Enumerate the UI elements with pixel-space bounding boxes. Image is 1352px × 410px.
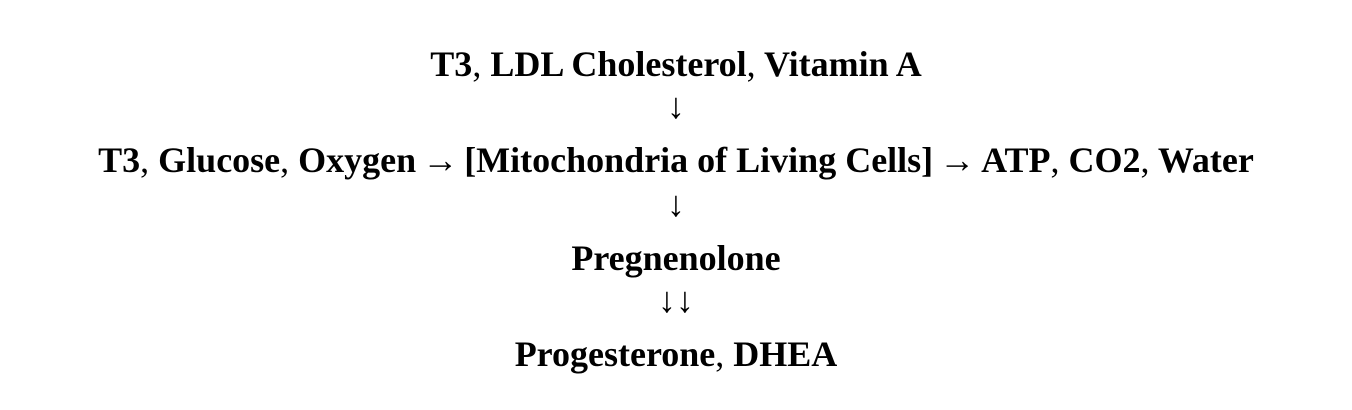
input-t3-left: T3 — [98, 140, 141, 180]
separator: , — [472, 44, 482, 84]
top-inputs-row: T3, LDL Cholesterol, Vitamin A — [0, 44, 1352, 84]
input-t3-top: T3 — [430, 44, 473, 84]
product-dhea: DHEA — [733, 334, 838, 374]
input-vitamin-a: Vitamin A — [764, 44, 922, 84]
separator: , — [715, 334, 725, 374]
right-arrow-icon: → — [422, 140, 459, 180]
down-arrow-icon: ↓ — [667, 86, 685, 126]
double-down-arrow-icon: ↓↓ — [658, 280, 694, 320]
main-reaction-row: T3, Glucose, Oxygen→[Mitochondria of Liv… — [0, 140, 1352, 180]
input-oxygen: Oxygen — [298, 140, 417, 180]
right-arrow-icon: → — [939, 140, 976, 180]
mitochondria-node: [Mitochondria of Living Cells] — [464, 140, 934, 180]
output-atp: ATP — [981, 140, 1051, 180]
separator: , — [746, 44, 756, 84]
output-water: Water — [1157, 140, 1254, 180]
pregnenolone-node: Pregnenolone — [571, 238, 781, 278]
separator: , — [1050, 140, 1060, 180]
separator: , — [1140, 140, 1150, 180]
separator: , — [280, 140, 290, 180]
input-glucose: Glucose — [158, 140, 281, 180]
product-progesterone: Progesterone — [514, 334, 716, 374]
final-products-row: Progesterone, DHEA — [0, 334, 1352, 374]
output-co2: CO2 — [1068, 140, 1141, 180]
input-ldl-cholesterol: LDL Cholesterol — [490, 44, 747, 84]
separator: , — [140, 140, 150, 180]
intermediate-row: Pregnenolone — [0, 238, 1352, 278]
down-arrow-icon: ↓ — [667, 184, 685, 224]
